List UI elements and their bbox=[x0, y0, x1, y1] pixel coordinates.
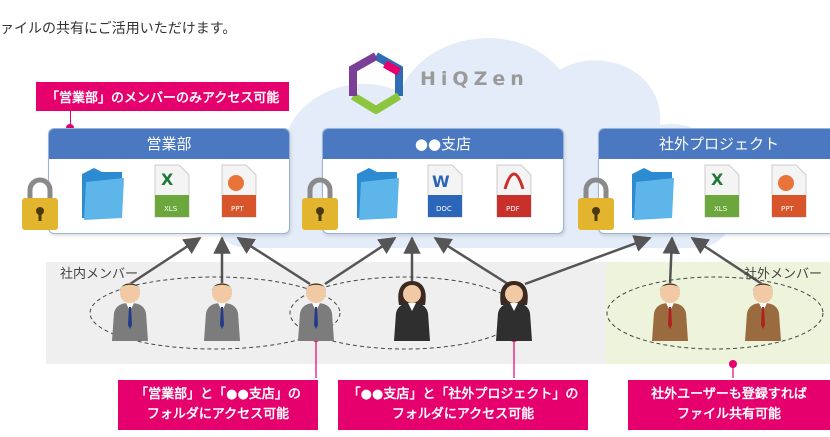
svg-text:PDF: PDF bbox=[506, 205, 520, 213]
svg-text:PPT: PPT bbox=[231, 205, 244, 213]
intro-text: ァイルの共有にご活用いただけます。 bbox=[0, 21, 237, 37]
external-members-label: 社外メンバー bbox=[744, 267, 823, 282]
external-member-icon bbox=[745, 283, 781, 341]
callout-line: フォルダにアクセス可能 bbox=[391, 407, 535, 422]
ppt-file-icon: PPT bbox=[771, 164, 807, 218]
sales-only-label: 「営業部」のメンバーのみアクセス可能 bbox=[36, 82, 290, 111]
svg-text:XLS: XLS bbox=[714, 205, 728, 213]
xls-file-icon: X XLS bbox=[154, 164, 190, 218]
callout-line: フォルダにアクセス可能 bbox=[146, 407, 290, 422]
folder-box-title: ●●支店 bbox=[323, 129, 563, 159]
male-member-icon bbox=[204, 283, 240, 341]
folder-box-title: 営業部 bbox=[49, 129, 289, 159]
svg-text:DOC: DOC bbox=[436, 205, 452, 213]
callout-sales-branch: 「営業部」と「●●支店」の フォルダにアクセス可能 bbox=[118, 380, 318, 430]
padlock-icon bbox=[22, 177, 58, 230]
male-member-icon bbox=[112, 283, 148, 341]
svg-text:PPT: PPT bbox=[781, 205, 794, 213]
hiqzen-logo-icon bbox=[349, 52, 403, 114]
callout-external-users: 社外ユーザーも登録すれば ファイル共有可能 bbox=[628, 380, 830, 430]
xls-file-icon: X XLS bbox=[704, 164, 740, 218]
pdf-file-icon: PDF bbox=[496, 164, 532, 218]
svg-text:X: X bbox=[161, 170, 174, 189]
callout-line: ファイル共有可能 bbox=[676, 407, 781, 422]
callout-branch-external: 「●●支店」と「社外プロジェクト」の フォルダにアクセス可能 bbox=[338, 380, 588, 430]
female-member-icon bbox=[496, 281, 532, 341]
ppt-file-icon: PPT bbox=[221, 164, 257, 218]
folder-icon bbox=[632, 168, 674, 220]
svg-text:X: X bbox=[711, 170, 724, 189]
callout-line: 「営業部」と「●●支店」の bbox=[135, 387, 301, 402]
external-member-icon bbox=[652, 283, 688, 341]
female-member-icon bbox=[394, 281, 430, 341]
folder-box-title: 社外プロジェクト bbox=[599, 129, 830, 159]
callout-line: 社外ユーザーも登録すれば bbox=[651, 387, 807, 402]
label-connector bbox=[70, 108, 71, 128]
svg-text:XLS: XLS bbox=[164, 205, 178, 213]
padlock-icon bbox=[302, 177, 338, 230]
folder-icon bbox=[357, 168, 399, 220]
doc-file-icon: W DOC bbox=[427, 164, 463, 218]
logo-text: HiQZen bbox=[420, 68, 529, 90]
internal-members-label: 社内メンバー bbox=[60, 267, 139, 282]
folder-icon bbox=[82, 168, 124, 220]
svg-text:W: W bbox=[432, 172, 450, 191]
callout-line: 「●●支店」と「社外プロジェクト」の bbox=[347, 387, 579, 402]
male-member-icon bbox=[298, 283, 334, 341]
padlock-icon bbox=[578, 177, 614, 230]
